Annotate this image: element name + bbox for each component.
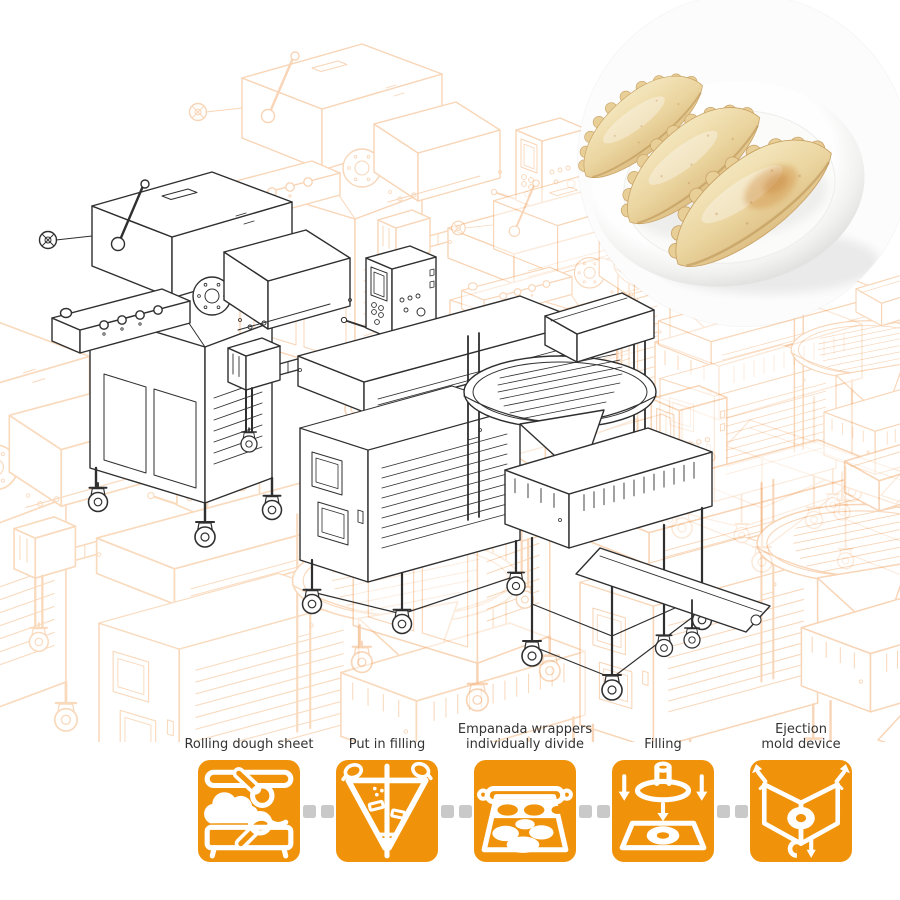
step-label: Rolling dough sheet — [184, 737, 314, 753]
step-connector — [714, 760, 750, 862]
step-label: Filling — [644, 737, 682, 753]
step-label: Empanada wrappers individually divide — [457, 721, 593, 753]
step-connector — [438, 760, 474, 862]
ejection-mold-icon — [750, 760, 852, 862]
step-rolling-dough-sheet: Rolling dough sheet — [184, 737, 314, 862]
step-filling: Filling — [612, 737, 714, 862]
filling-press-icon — [612, 760, 714, 862]
put-in-filling-icon — [336, 760, 438, 862]
empanada-3 — [642, 107, 850, 287]
step-connector — [576, 760, 612, 862]
rolling-dough-sheet-icon — [198, 760, 300, 862]
step-put-in-filling: Put in filling — [336, 737, 438, 862]
step-connector — [300, 760, 336, 862]
step-label: Ejection mold device — [761, 721, 841, 753]
step-ejection-mold: Ejection mold device — [750, 722, 852, 862]
wrappers-divide-icon — [474, 760, 576, 862]
step-label: Put in filling — [348, 737, 426, 753]
process-steps-row: Rolling dough sheet Put in fi — [0, 716, 900, 862]
empanada-photo — [578, 0, 900, 326]
step-wrappers-divide: Empanada wrappers individually divide — [458, 722, 592, 862]
